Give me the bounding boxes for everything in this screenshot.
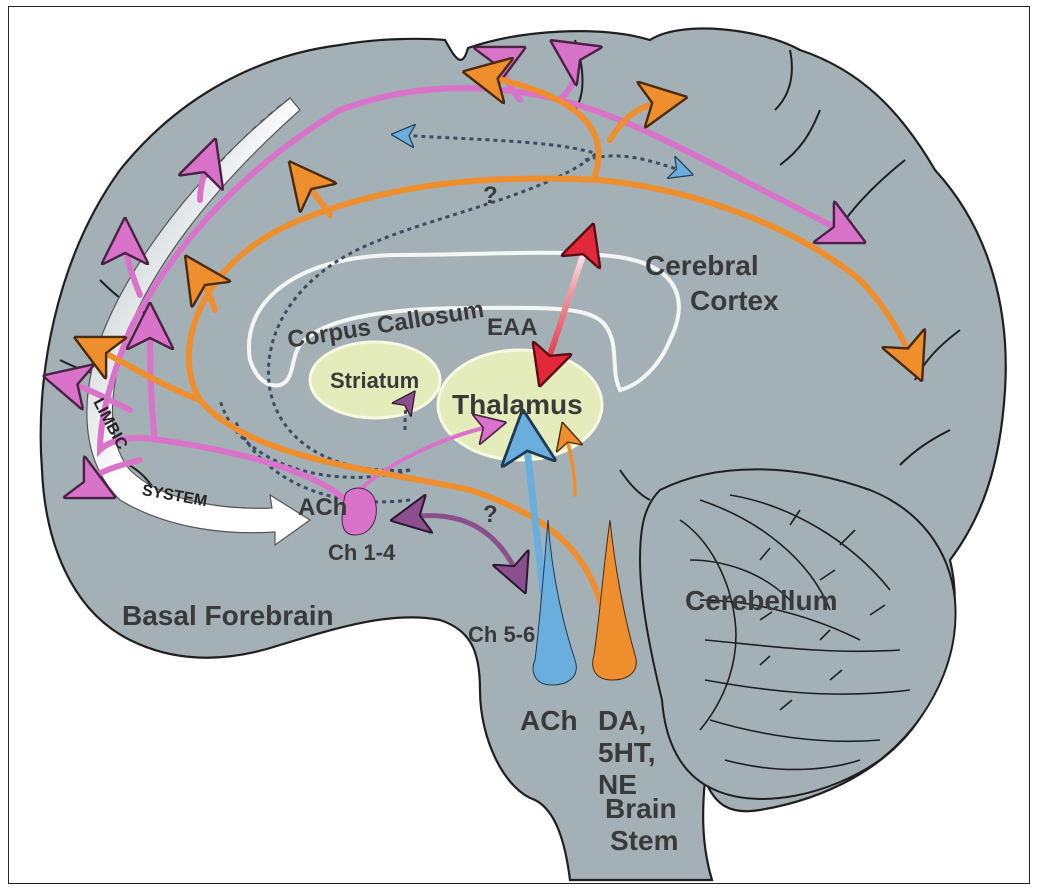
label-ach-basal: ACh [298,494,347,521]
label-basal-forebrain: Basal Forebrain [122,600,334,631]
cerebellum-shape [640,469,956,799]
label-striatum: Striatum [330,368,419,393]
label-cerebellum: Cerebellum [685,585,838,616]
label-question-upper: ? [483,182,498,209]
label-5ht: 5HT, [598,737,656,768]
label-stem: Stem [610,825,678,856]
label-thalamus: Thalamus [452,389,583,420]
label-cortex: Cortex [690,285,779,316]
label-cerebral: Cerebral [645,250,759,281]
label-question-lower: ? [483,501,498,528]
label-da: DA, [598,705,646,736]
label-ch1-4: Ch 1-4 [328,540,396,565]
label-brain: Brain [605,793,677,824]
label-ch5-6: Ch 5-6 [468,622,535,647]
label-eaa: EAA [487,314,538,341]
label-ach-brainstem: ACh [520,705,578,736]
